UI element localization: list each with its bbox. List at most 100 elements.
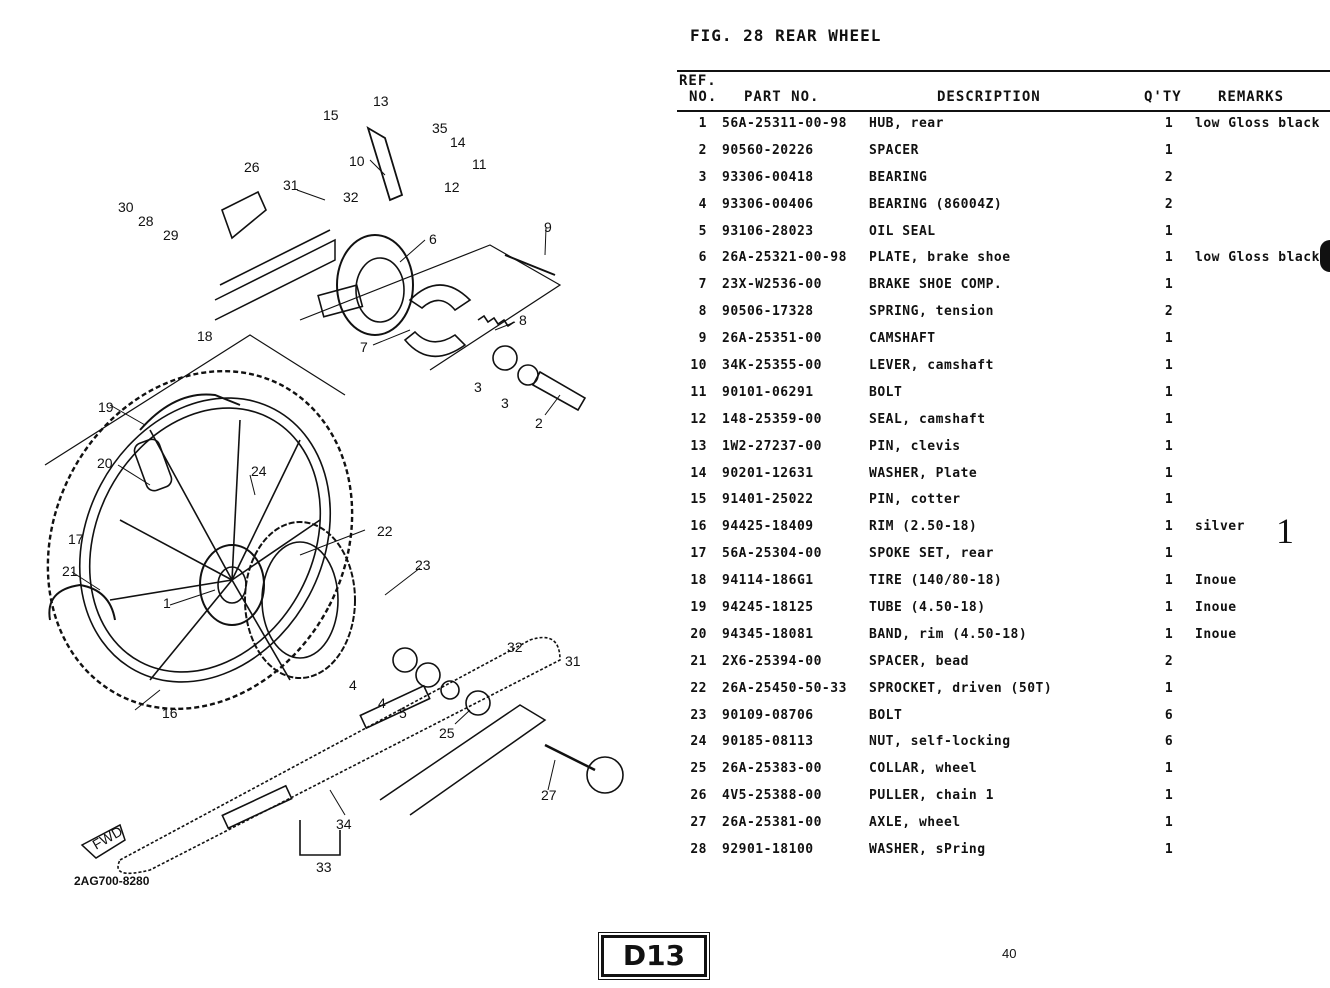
description: SEAL, camshaft: [869, 411, 986, 427]
part-no: 90185-08113: [722, 734, 814, 750]
exploded-parts-diagram: 16 17 18 19 20 21 22 23 24 25 26 27 28 2…: [44, 93, 624, 875]
drawing-code: 2AG700-8280: [74, 874, 150, 888]
svg-text:33: 33: [316, 859, 332, 875]
svg-text:16: 16: [162, 705, 178, 721]
svg-text:17: 17: [68, 531, 84, 547]
quantity: 1: [1164, 626, 1174, 642]
svg-text:9: 9: [544, 219, 552, 235]
svg-text:13: 13: [373, 93, 389, 109]
part-no: 2X6-25394-00: [722, 653, 822, 669]
description: SPACER: [869, 142, 919, 158]
svg-text:21: 21: [62, 563, 78, 579]
part-no: 56A-25304-00: [722, 546, 822, 562]
quantity: 1: [1164, 788, 1174, 804]
quantity: 1: [1164, 142, 1174, 158]
svg-text:2: 2: [535, 415, 543, 431]
remarks: Inoue: [1195, 600, 1237, 616]
svg-text:14: 14: [450, 134, 466, 150]
svg-text:25: 25: [439, 725, 455, 741]
quantity: 2: [1164, 196, 1174, 212]
description: SPOKE SET, rear: [869, 546, 994, 562]
svg-text:27: 27: [541, 787, 557, 803]
quantity: 1: [1164, 250, 1174, 266]
binding-edge-mark: [1320, 240, 1330, 272]
ref-no: 4: [698, 196, 707, 212]
quantity: 1: [1164, 358, 1174, 374]
part-no: 93306-00406: [722, 196, 814, 212]
hub: [199, 544, 265, 626]
svg-text:3: 3: [501, 395, 509, 411]
quantity: 1: [1164, 680, 1174, 696]
part-no: 148-25359-00: [722, 411, 822, 427]
description: COLLAR, wheel: [869, 761, 978, 777]
ref-no: 27: [690, 815, 707, 831]
parts-table-body: 1 56A-25311-00-98 HUB, rear 1 low Gloss blac…: [677, 112, 1330, 865]
ref-no: 12: [690, 411, 707, 427]
part-no: 26A-25383-00: [722, 761, 822, 777]
svg-text:11: 11: [472, 156, 487, 172]
quantity: 1: [1164, 519, 1174, 535]
ref-no: 21: [690, 653, 707, 669]
handwritten-margin-mark: 1: [1276, 511, 1294, 551]
description: PIN, cotter: [869, 492, 961, 508]
ref-no: 13: [690, 438, 707, 454]
description: BEARING: [869, 169, 928, 185]
remarks: low Gloss black: [1195, 116, 1320, 131]
description: PULLER, chain 1: [869, 788, 994, 804]
description: SPRING, tension: [869, 304, 994, 320]
part-no: 4V5-25388-00: [722, 788, 822, 804]
description: WASHER, Plate: [869, 465, 978, 481]
svg-text:8: 8: [519, 312, 527, 328]
ref-no: 18: [690, 573, 707, 589]
description: PLATE, brake shoe: [869, 250, 1011, 266]
svg-text:34: 34: [336, 816, 352, 832]
svg-text:10: 10: [349, 153, 365, 169]
tire-outline: [46, 369, 354, 711]
ref-no: 1: [698, 116, 707, 131]
quantity: 2: [1164, 304, 1174, 320]
description: NUT, self-locking: [869, 734, 1011, 750]
part-no: 94425-18409: [722, 519, 814, 535]
ref-no: 25: [690, 761, 707, 777]
quantity: 1: [1164, 116, 1174, 131]
ref-no: 17: [690, 546, 707, 562]
part-no: 90560-20226: [722, 142, 814, 158]
ref-no: 11: [690, 384, 707, 400]
part-no: 56A-25311-00-98: [722, 116, 847, 131]
brake-plate: [336, 234, 414, 336]
quantity: 1: [1164, 573, 1174, 589]
part-no: 94345-18081: [722, 626, 814, 642]
svg-text:15: 15: [323, 107, 339, 123]
part-no: 1W2-27237-00: [722, 438, 822, 454]
description: OIL SEAL: [869, 223, 936, 239]
ref-no: 16: [690, 519, 707, 535]
description: BOLT: [869, 707, 903, 723]
figure-title: FIG. 28 REAR WHEEL: [690, 26, 882, 45]
svg-text:6: 6: [429, 231, 437, 247]
description: HUB, rear: [869, 116, 944, 131]
part-no: 26A-25450-50-33: [722, 680, 847, 696]
ref-no: 3: [698, 169, 707, 185]
page-section-badge: D13: [598, 932, 710, 980]
table-row: 1 56A-25311-00-98 HUB, rear 1 low Gloss blac…: [677, 112, 1330, 139]
svg-text:23: 23: [415, 557, 431, 573]
quantity: 1: [1164, 465, 1174, 481]
quantity: 1: [1164, 438, 1174, 454]
